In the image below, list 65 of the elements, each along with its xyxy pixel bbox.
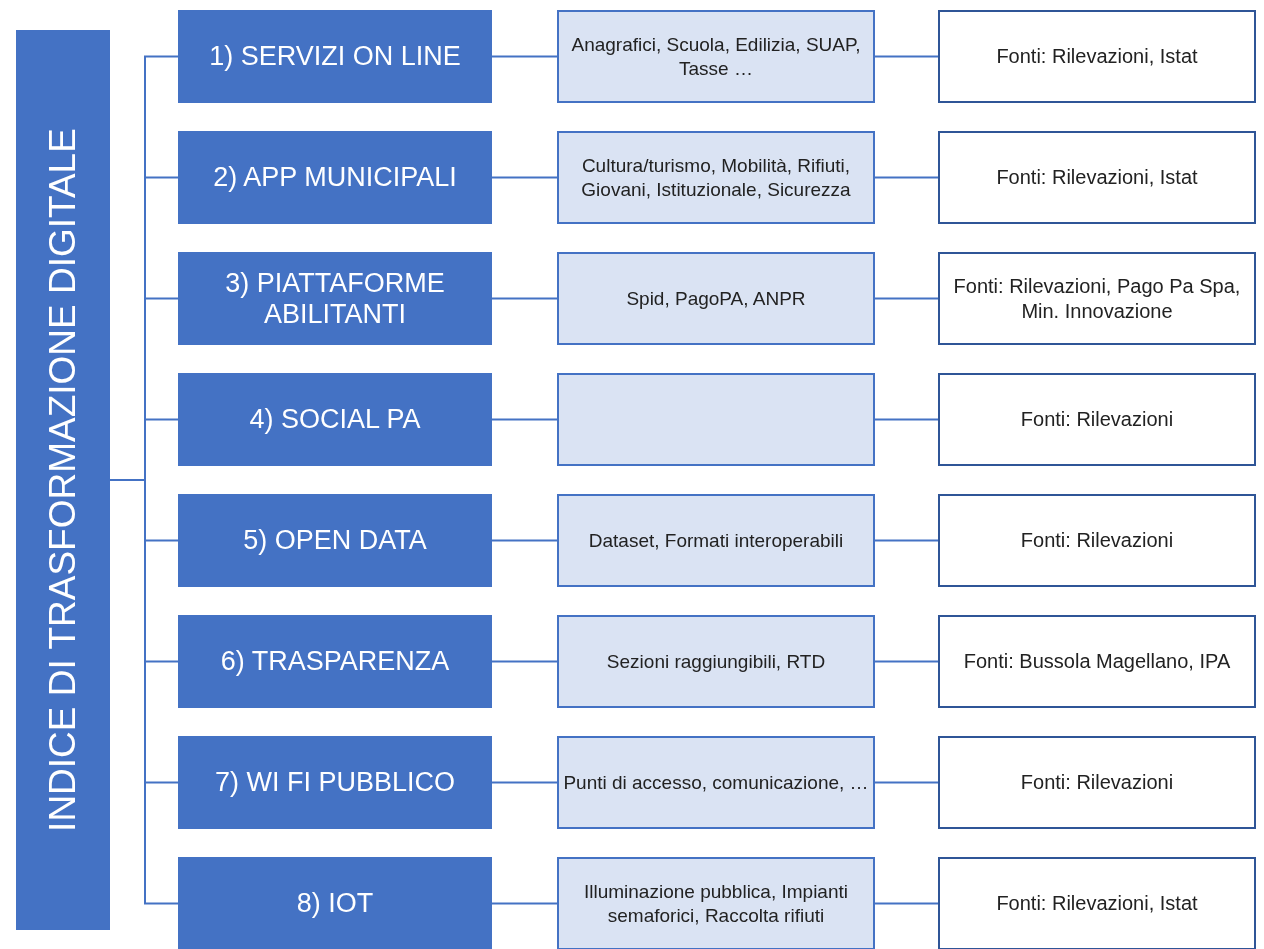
source-box — [938, 857, 1256, 949]
box-label: Anagrafici, Scuola, Edilizia, SUAP, Tasse … — [570, 32, 862, 81]
box-label: 2) APP MUNICIPALI — [213, 162, 457, 193]
source-box — [938, 10, 1256, 103]
box-label: Sezioni raggiungibili, RTD — [606, 649, 826, 674]
title-box — [16, 30, 110, 930]
category-box — [178, 10, 492, 103]
box-label: Illuminazione pubblica, Impianti semaforici, Raccolta rifiuti — [582, 879, 849, 928]
source-box — [938, 615, 1256, 708]
connector-line — [874, 660, 939, 663]
connector-line — [491, 297, 558, 300]
detail-box — [557, 857, 875, 949]
box-label: 6) TRASPARENZA — [220, 646, 450, 677]
box-label: Spid, PagoPA, ANPR — [626, 286, 806, 311]
box-label: Fonti: Rilevazioni — [1020, 770, 1174, 795]
box-label: Fonti: Bussola Magellano, IPA — [963, 649, 1231, 674]
box-label: Cultura/turismo, Mobilità, Rifiuti, Giovani, Istituzionale, Sicurezza — [580, 153, 852, 202]
connector-line — [874, 55, 939, 58]
source-box — [938, 252, 1256, 345]
box-label: 8) IOT — [296, 888, 374, 919]
source-box — [938, 131, 1256, 224]
connector-line — [874, 539, 939, 542]
connector-line — [874, 902, 939, 905]
source-box — [938, 494, 1256, 587]
box-label: Punti di accesso, comunicazione, … — [563, 770, 869, 795]
connector-line — [874, 781, 939, 784]
category-box — [178, 736, 492, 829]
detail-box — [557, 131, 875, 224]
detail-box — [557, 10, 875, 103]
category-box — [178, 373, 492, 466]
category-box — [178, 131, 492, 224]
box-label: Fonti: Rilevazioni, Istat — [996, 165, 1198, 190]
category-box — [178, 494, 492, 587]
detail-box — [557, 373, 875, 466]
detail-box — [557, 494, 875, 587]
box-label: Dataset, Formati interoperabili — [588, 528, 844, 553]
source-box — [938, 736, 1256, 829]
connector-line — [874, 297, 939, 300]
detail-box — [557, 252, 875, 345]
box-label: 1) SERVIZI ON LINE — [209, 41, 461, 72]
connector-line — [491, 781, 558, 784]
connector-line — [491, 418, 558, 421]
box-label: Fonti: Rilevazioni — [1020, 528, 1174, 553]
connector-line — [491, 902, 558, 905]
detail-box — [557, 736, 875, 829]
box-label: 3) PIATTAFORME ABILITANTI — [224, 267, 446, 330]
box-label: 7) WI FI PUBBLICO — [214, 767, 455, 798]
connector-line — [491, 539, 558, 542]
vertical-title: INDICE DI TRASFORMAZIONE DIGITALE — [42, 128, 84, 832]
source-box — [938, 373, 1256, 466]
box-label: 4) SOCIAL PA — [249, 404, 421, 435]
category-box — [178, 252, 492, 345]
detail-box — [557, 615, 875, 708]
box-label: Fonti: Rilevazioni — [1020, 407, 1174, 432]
box-label: Fonti: Rilevazioni, Istat — [996, 44, 1198, 69]
connector-line — [874, 418, 939, 421]
category-box — [178, 615, 492, 708]
box-label: Fonti: Rilevazioni, Istat — [996, 891, 1198, 916]
connector-line — [491, 176, 558, 179]
connector-line — [491, 660, 558, 663]
box-label: Fonti: Rilevazioni, Pago Pa Spa, Min. Innovazione — [952, 273, 1242, 324]
connector-line — [491, 55, 558, 58]
box-label: 5) OPEN DATA — [243, 525, 427, 556]
category-box — [178, 857, 492, 949]
connector-line — [874, 176, 939, 179]
